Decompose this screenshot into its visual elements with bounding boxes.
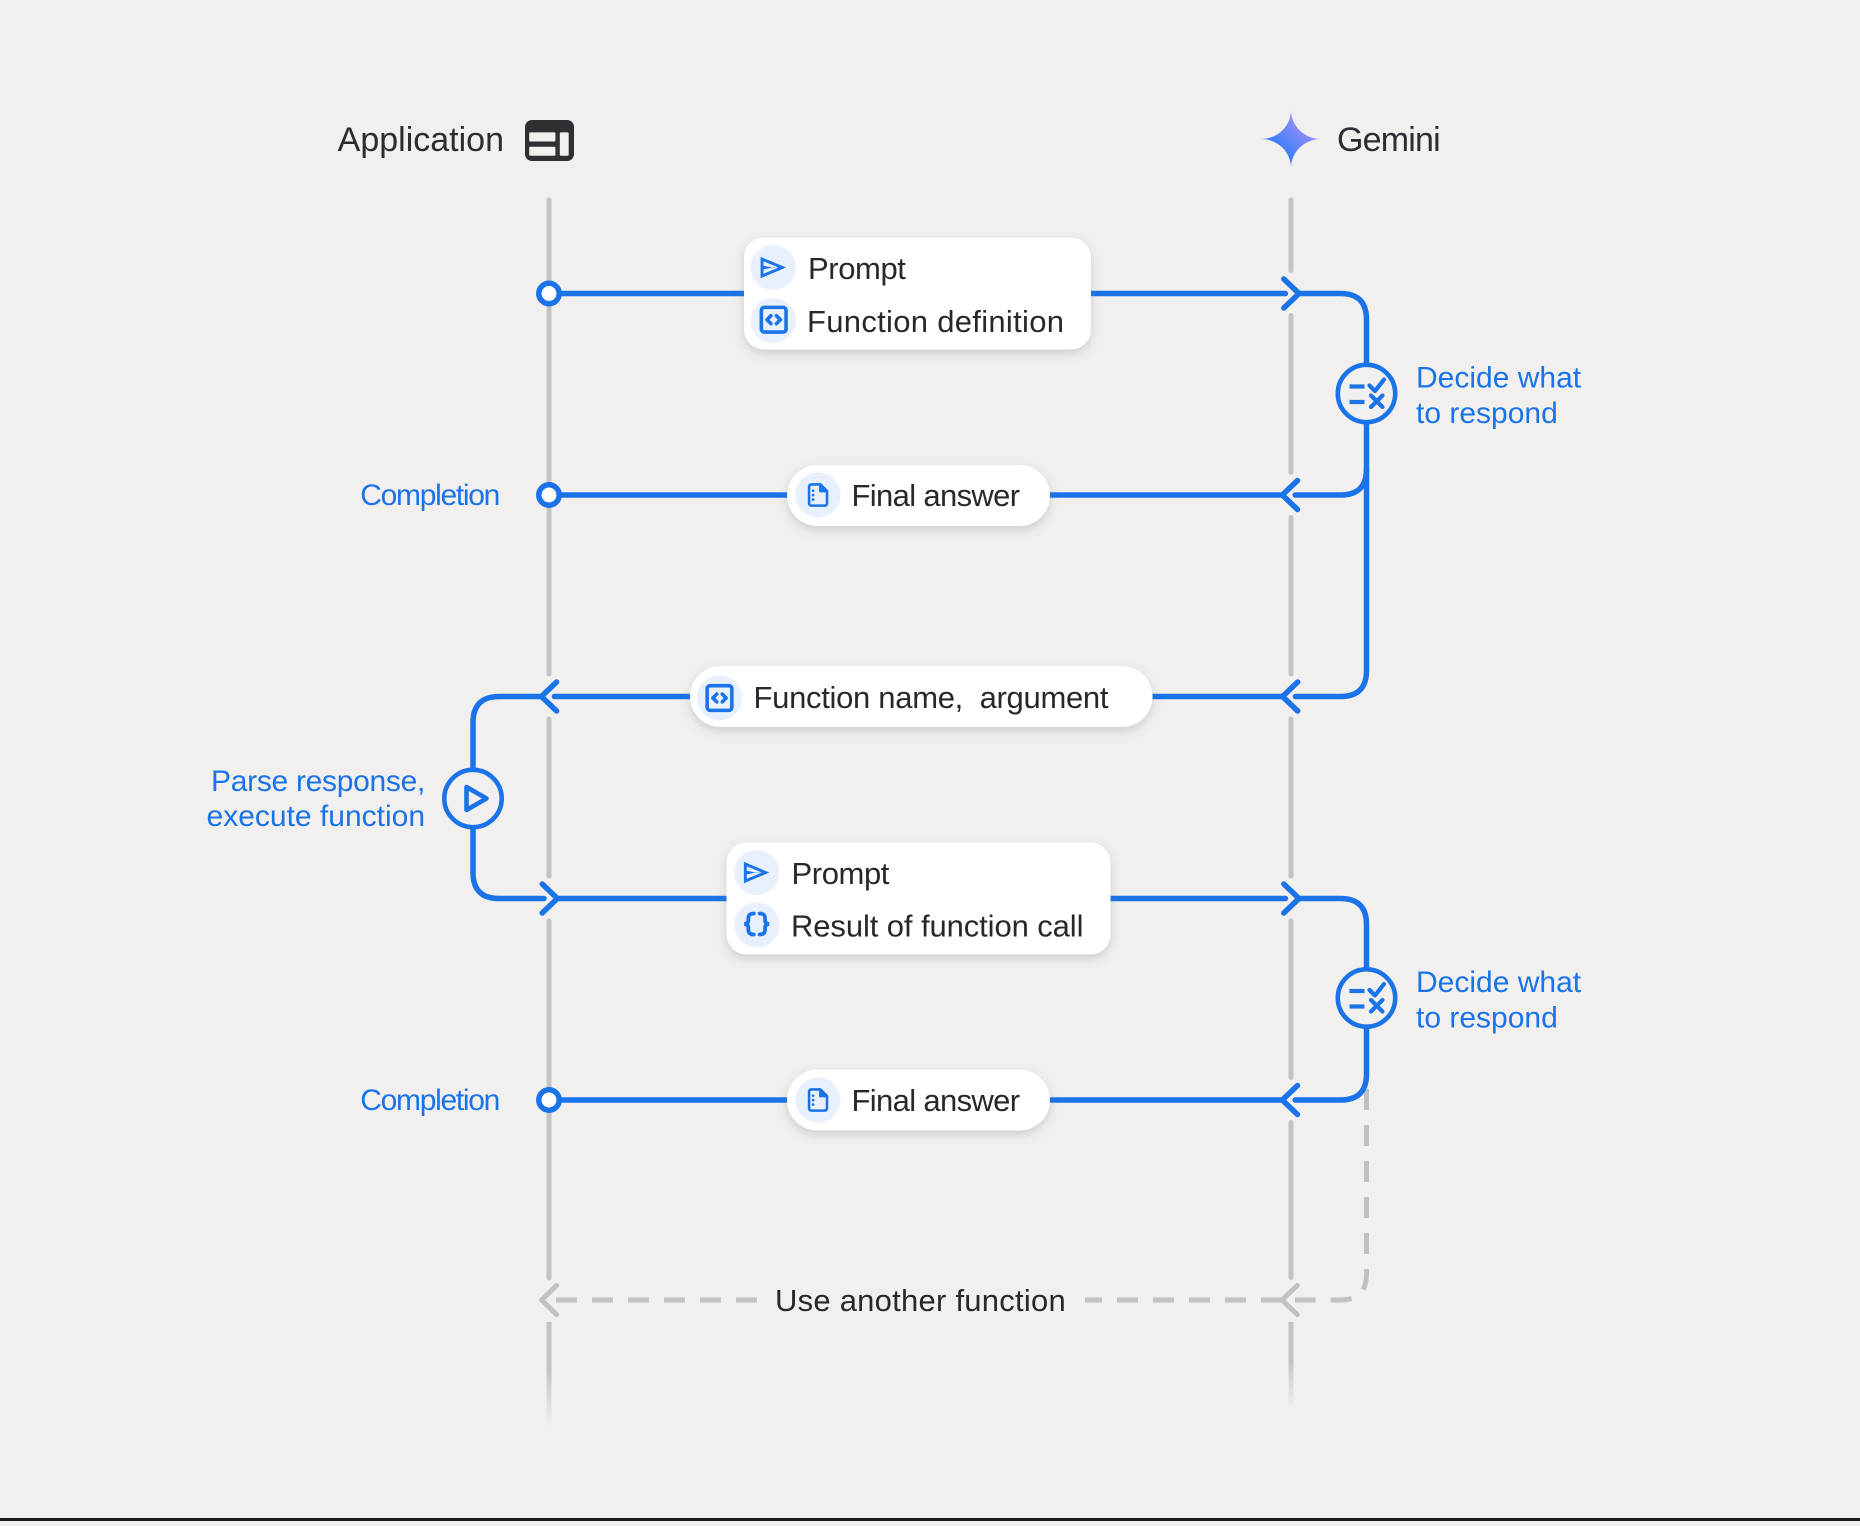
svg-text:Parse response,: Parse response, xyxy=(211,765,425,798)
svg-text:Decide what: Decide what xyxy=(1416,362,1582,395)
svg-text:Function name, argument: Function name, argument xyxy=(754,680,1109,715)
svg-text:Prompt: Prompt xyxy=(808,251,906,286)
svg-text:Completion: Completion xyxy=(360,479,499,512)
svg-text:Gemini: Gemini xyxy=(1337,121,1440,159)
svg-text:Final answer: Final answer xyxy=(852,478,1020,513)
svg-text:Function definition: Function definition xyxy=(807,304,1064,339)
svg-text:Decide what: Decide what xyxy=(1416,966,1582,999)
svg-text:Application: Application xyxy=(338,121,504,159)
svg-text:execute function: execute function xyxy=(207,800,425,833)
svg-text:Use another function: Use another function xyxy=(775,1283,1066,1318)
svg-text:Result of function call: Result of function call xyxy=(791,908,1083,943)
svg-text:Prompt: Prompt xyxy=(792,856,890,891)
svg-text:Completion: Completion xyxy=(360,1084,499,1117)
svg-text:to respond: to respond xyxy=(1416,1002,1558,1035)
svg-text:Final answer: Final answer xyxy=(852,1083,1020,1118)
svg-text:to respond: to respond xyxy=(1416,397,1558,430)
